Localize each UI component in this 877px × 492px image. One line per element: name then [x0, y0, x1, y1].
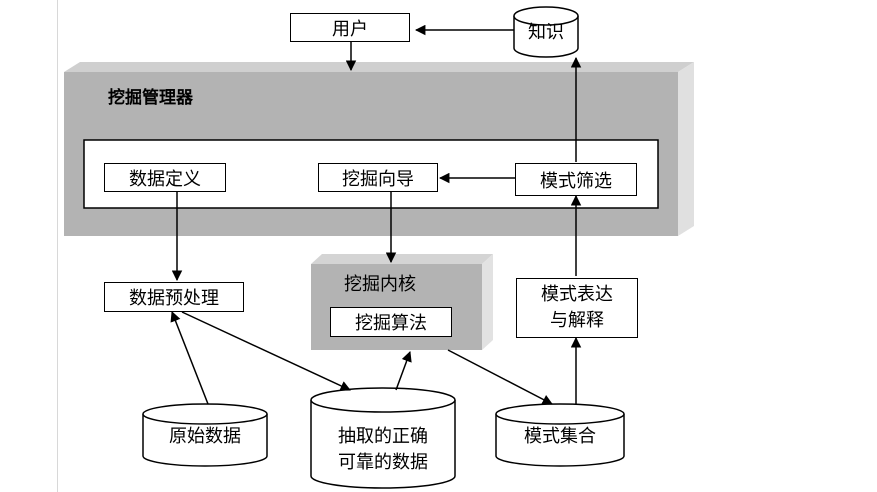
pattern-expression-box: 模式表达 与解释 [516, 278, 638, 338]
raw-data-label: 原始数据 [169, 426, 241, 447]
flow-arrows [170, 24, 582, 405]
extracted-data-cylinder [310, 387, 456, 489]
pattern-expression-line2: 与解释 [550, 310, 604, 331]
mining-algorithm-box: 挖掘算法 [330, 307, 452, 337]
knowledge-label: 知识 [528, 22, 564, 43]
raw-data-cylinder [142, 403, 268, 467]
user-box: 用户 [290, 13, 410, 42]
extracted-data-line2: 可靠的数据 [338, 452, 428, 473]
pattern-set-cylinder [495, 403, 625, 467]
arrow-preprocessing-to-extracted [181, 311, 351, 391]
extracted-data-line1: 抽取的正确 [338, 426, 428, 447]
mining-wizard-box: 挖掘向导 [318, 163, 438, 192]
arrow-kernel-to-pattern-set [447, 349, 553, 405]
pattern-filter-box: 模式筛选 [515, 163, 637, 196]
data-definition-box: 数据定义 [104, 163, 226, 192]
data-preprocessing-box: 数据预处理 [104, 282, 244, 312]
extracted-data-label: 抽取的正确 可靠的数据 [311, 424, 455, 476]
arrow-raw-to-preprocessing [170, 311, 209, 405]
arrow-extracted-to-kernel [395, 351, 412, 391]
figure-frame [57, 0, 701, 492]
knowledge-cylinder [513, 6, 579, 58]
mining-manager-title: 挖掘管理器 [108, 88, 193, 108]
mining-kernel-title: 挖掘内核 [344, 274, 416, 295]
pattern-set-label: 模式集合 [524, 426, 596, 447]
pattern-expression-line1: 模式表达 [541, 284, 613, 305]
